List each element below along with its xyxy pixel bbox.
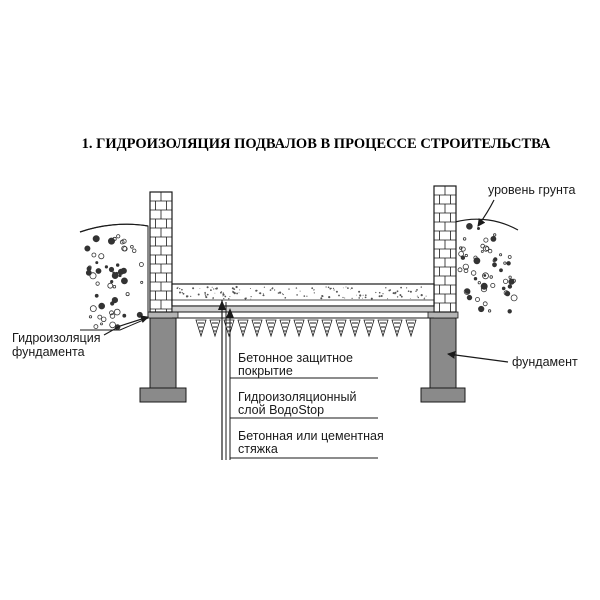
foundation-label: фундамент: [512, 355, 578, 369]
layer-label-concrete-line1: Бетонное защитное: [238, 351, 353, 365]
soil-left: [79, 223, 149, 331]
brick-wall-left: [149, 191, 173, 313]
foundation-waterproofing-right: [427, 311, 459, 319]
layer-label-screed-line2: стяжка: [238, 442, 278, 456]
foundation-waterproofing-arrow: [103, 315, 149, 336]
soil-right: [454, 218, 519, 314]
foundation-right: [420, 317, 466, 403]
layer-label-screed-line1: Бетонная или цементная: [238, 429, 384, 443]
layer-label-concrete-line2: покрытие: [238, 364, 293, 378]
foundation-waterproofing-left: [147, 311, 179, 319]
gravel-bed: [195, 319, 417, 338]
foundation-waterproofing-label-line2: фундамента: [12, 345, 85, 359]
layer-callout: [218, 300, 378, 460]
brick-wall-right: [433, 185, 457, 313]
foundation-left: [139, 317, 187, 403]
layer-label-waterproofing-line1: Гидроизоляционный: [238, 390, 356, 404]
foundation-waterproofing-label-line1: Гидроизоляция: [12, 331, 100, 345]
ground-level-arrow: [477, 199, 495, 227]
foundation-arrow: [447, 350, 509, 363]
ground-level-label: уровень грунта: [488, 183, 575, 197]
diagram-title: 1. ГИДРОИЗОЛЯЦИЯ ПОДВАЛОВ В ПРОЦЕССЕ СТР…: [82, 136, 551, 152]
floor-slab: [171, 283, 435, 319]
layer-label-waterproofing-line2: слой ВодоStop: [238, 403, 324, 417]
